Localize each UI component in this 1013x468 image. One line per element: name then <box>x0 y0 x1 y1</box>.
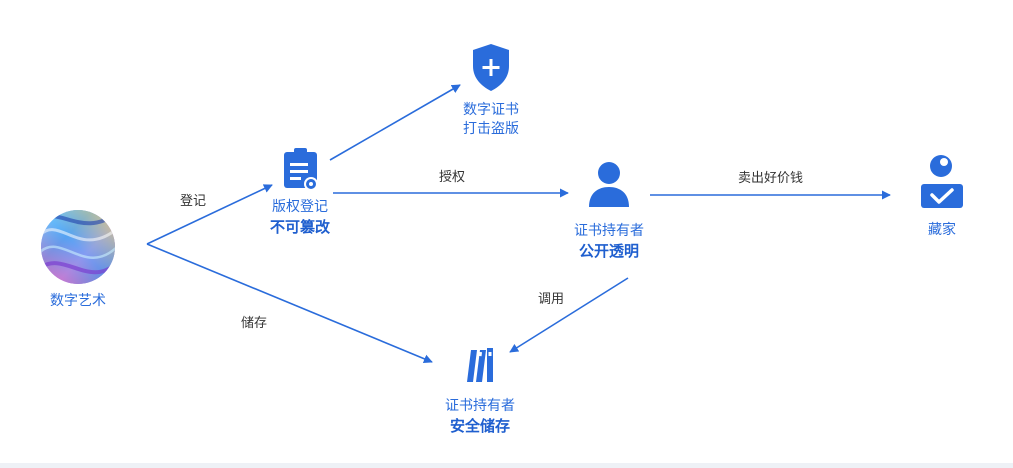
node-storage: 证书持有者 安全储存 <box>424 397 536 436</box>
node-copyright: 版权登记 不可篡改 <box>252 198 348 237</box>
storage-label-line1: 证书持有者 <box>445 398 515 414</box>
copyright-label-line1: 版权登记 <box>272 199 328 215</box>
edge-art-to-copyright <box>146 184 273 245</box>
digital-art-image <box>41 210 115 284</box>
node-collector: 藏家 <box>912 221 972 240</box>
edge-label-register: 登记 <box>180 194 207 209</box>
edge-art-to-storage <box>146 243 433 364</box>
books-icon <box>467 348 493 382</box>
certificate-label-line2: 打击盗版 <box>463 121 519 137</box>
edge-label-invoke: 调用 <box>538 292 565 307</box>
edge-label-store: 储存 <box>241 316 268 331</box>
bottom-divider <box>0 463 1013 468</box>
copyright-label-line2: 不可篡改 <box>269 218 330 236</box>
node-art: 数字艺术 <box>28 292 128 311</box>
edge-label-sell: 卖出好价钱 <box>738 171 804 186</box>
storage-label-line2: 安全储存 <box>449 417 510 435</box>
holder-label-line2: 公开透明 <box>578 242 639 260</box>
shield-icon <box>473 44 509 91</box>
certificate-icon <box>284 148 318 191</box>
edge-holder-to-storage <box>509 277 629 353</box>
certificate-label-line1: 数字证书 <box>463 102 519 118</box>
node-holder: 证书持有者 公开透明 <box>554 222 664 261</box>
collector-label: 藏家 <box>928 222 956 238</box>
holder-label-line1: 证书持有者 <box>574 223 644 239</box>
user-icon <box>589 162 629 207</box>
collector-icon <box>921 155 963 208</box>
edge-label-authorize: 授权 <box>439 170 466 185</box>
art-label: 数字艺术 <box>50 293 106 309</box>
edge-copyright-to-certificate <box>329 84 461 161</box>
node-certificate: 数字证书 打击盗版 <box>443 101 539 139</box>
